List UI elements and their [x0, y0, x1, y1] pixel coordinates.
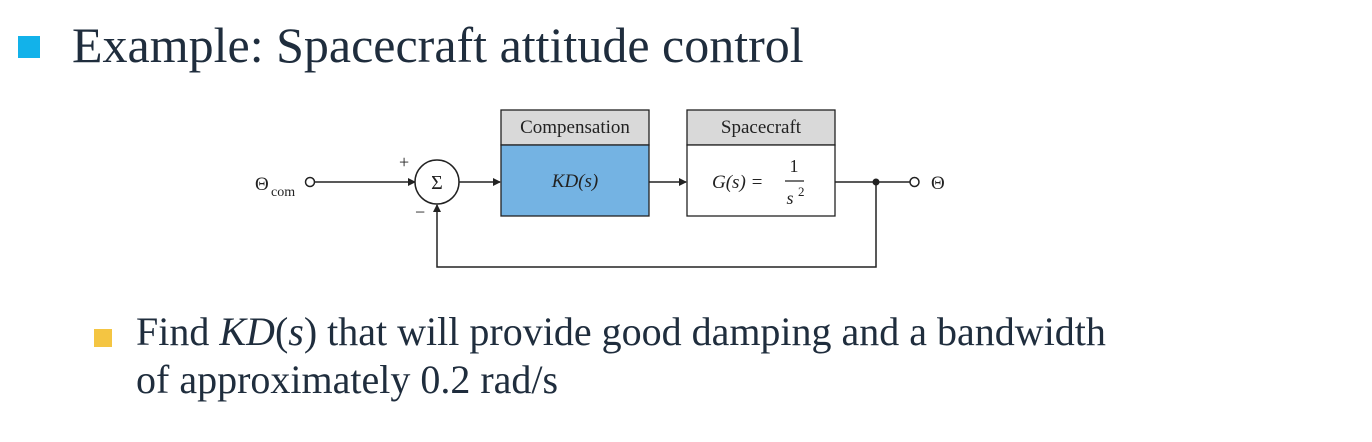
- output-theta-label: Θ: [931, 173, 945, 194]
- summer-plus-sign: +: [399, 152, 409, 172]
- spacecraft-header-box: [686, 109, 836, 146]
- input-terminal: [304, 176, 316, 188]
- plant-denominator: s: [786, 188, 793, 208]
- sub-bullet-s: s: [288, 309, 304, 354]
- feedback-path: [433, 182, 877, 268]
- plant-numerator: 1: [790, 156, 799, 176]
- compensation-transfer-function: KD(s): [551, 171, 598, 192]
- sub-bullet-part1: Find: [136, 309, 220, 354]
- sub-bullet-kd: KD: [219, 309, 275, 354]
- summer-minus-sign: −: [415, 202, 425, 222]
- spacecraft-block: [686, 144, 836, 217]
- spacecraft-header-label: Spacecraft: [721, 117, 802, 138]
- output-terminal: [909, 176, 920, 188]
- plant-denominator-exponent: 2: [798, 184, 805, 199]
- slide-title: Example: Spacecraft attitude control: [72, 17, 804, 73]
- compensation-header-box: [500, 109, 650, 146]
- sub-bullet-paren-close: ): [303, 309, 318, 354]
- input-theta-label: Θ: [255, 174, 269, 195]
- sub-bullet-text: Find KD(s) that will provide good dampin…: [136, 308, 1336, 404]
- block-diagram: Θ com + Σ − Compensation KD(s) Spacecraf…: [255, 109, 945, 268]
- compensation-block: [500, 144, 650, 217]
- sub-bullet-marker: [94, 329, 112, 347]
- sub-bullet-line2: of approximately 0.2 rad/s: [136, 357, 559, 402]
- sub-bullet-paren-open: (: [274, 309, 289, 354]
- summer-sigma-symbol: Σ: [431, 172, 443, 194]
- sub-bullet-line1-rest: that will provide good damping and a ban…: [317, 309, 1106, 354]
- title-bullet: [18, 36, 40, 58]
- compensation-header-label: Compensation: [520, 117, 630, 138]
- input-com-subscript: com: [271, 185, 295, 200]
- plant-equation-lhs: G(s) =: [712, 172, 763, 193]
